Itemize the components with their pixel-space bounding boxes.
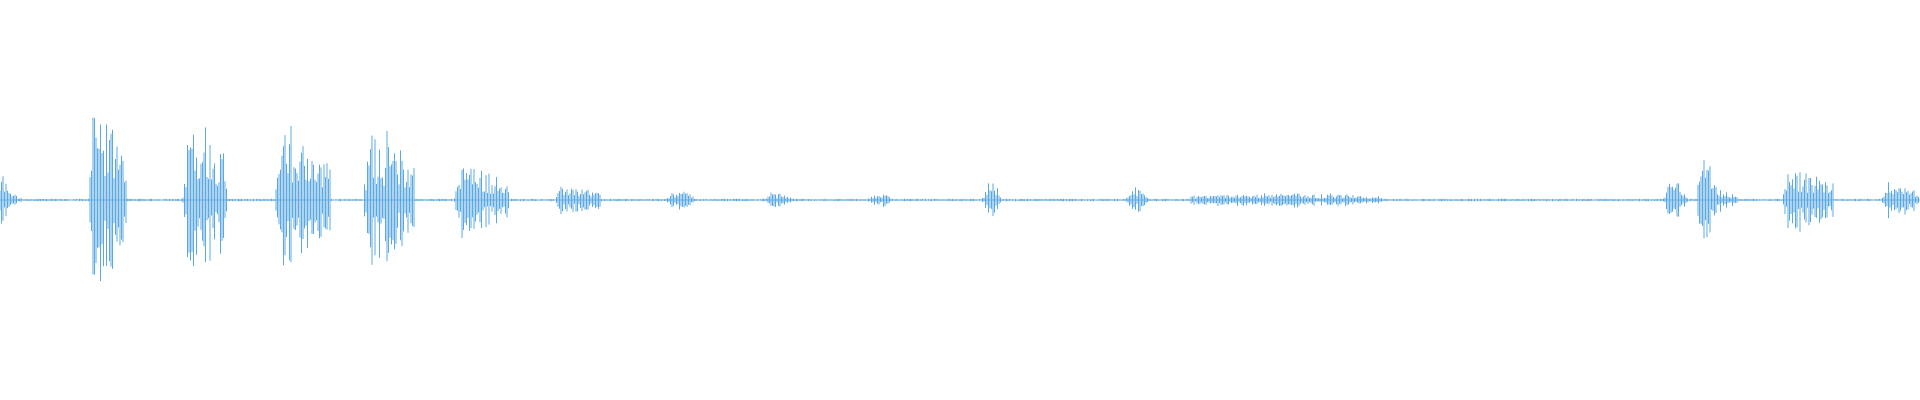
waveform-path bbox=[0, 117, 1919, 281]
waveform-samples bbox=[0, 117, 1919, 281]
